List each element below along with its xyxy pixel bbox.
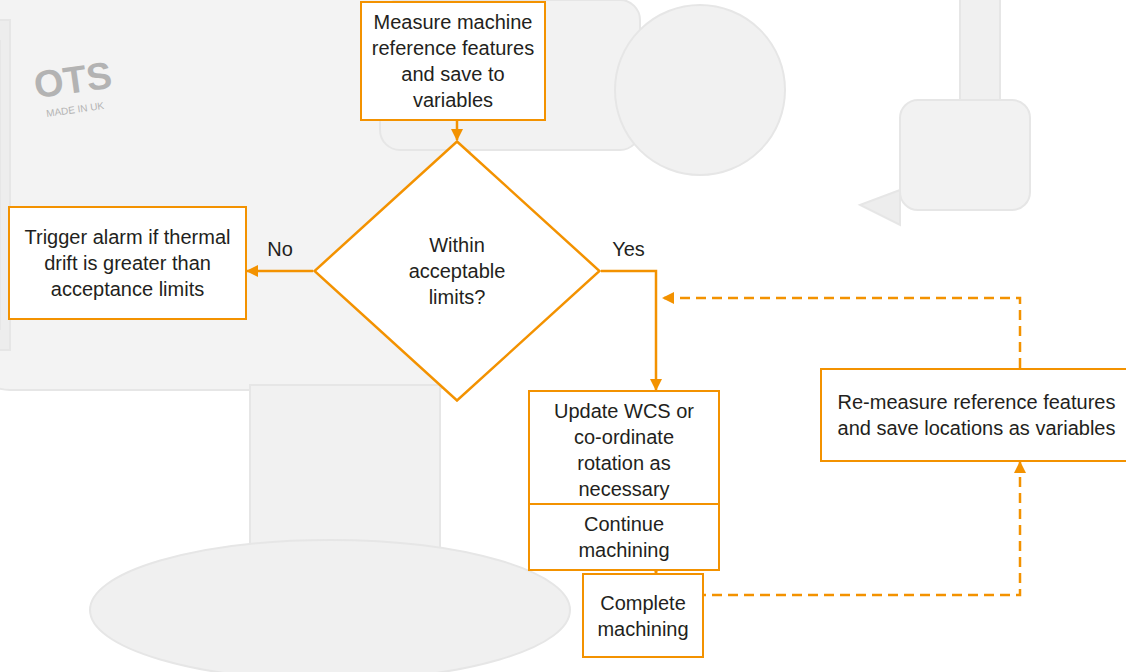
flow-arrow <box>247 270 313 273</box>
node-text: Re-measure reference features and save l… <box>830 389 1123 441</box>
flow-arrow <box>601 271 656 390</box>
diamond-shape <box>315 142 600 401</box>
process-box: Continue machining <box>528 503 720 571</box>
node-text: Complete machining <box>592 590 694 642</box>
decision-diamond: Within acceptable limits? <box>313 140 601 402</box>
rib-line <box>0 40 1 330</box>
node-text: Continue machining <box>538 511 710 563</box>
stylus-rod <box>960 0 1000 100</box>
node-text: Within acceptable limits? <box>397 232 517 310</box>
process-box: Re-measure reference features and save l… <box>820 368 1126 462</box>
edge-label: No <box>267 237 293 261</box>
process-box: Measure machine reference features and s… <box>360 1 546 121</box>
stylus-holder <box>900 100 1030 210</box>
process-box: Trigger alarm if thermal drift is greate… <box>8 206 247 320</box>
stylus-tip <box>860 190 900 225</box>
flow-arrow <box>456 121 459 140</box>
edge-label: Yes <box>612 237 645 261</box>
probe-base <box>90 540 570 672</box>
process-box: Complete machining <box>582 573 704 658</box>
probe-window <box>615 5 785 175</box>
node-text: Measure machine reference features and s… <box>370 9 536 113</box>
process-box: Update WCS or co-ordinate rotation as ne… <box>528 390 720 510</box>
node-text: Update WCS or co-ordinate rotation as ne… <box>538 398 710 502</box>
dashed-connector <box>663 298 1020 368</box>
node-text: Trigger alarm if thermal drift is greate… <box>18 224 237 302</box>
